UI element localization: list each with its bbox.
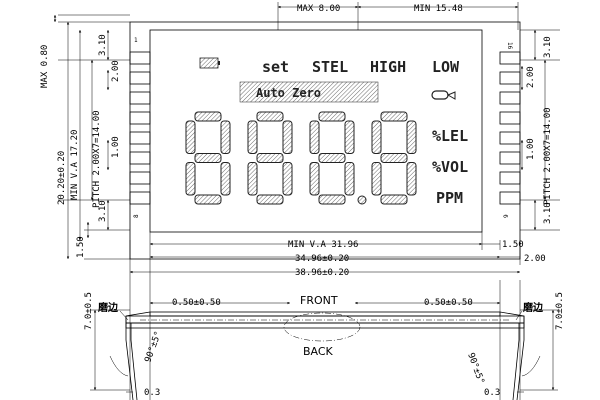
digit-1-segment-3 xyxy=(220,162,231,196)
dim-left-310-top: 3.10 xyxy=(98,34,108,56)
pump-icon xyxy=(431,90,456,100)
digit-3-segment-3 xyxy=(344,162,355,196)
dim-bottom-200: 2.00 xyxy=(524,254,546,264)
dim-min-va-bottom: MIN V.A 31.96 xyxy=(288,240,358,250)
left-dimensions: MAX 0.80 20.20±0.20 MIN V.A 17.20 PITCH … xyxy=(40,15,130,260)
digit-4-segment-3 xyxy=(406,162,417,196)
digit-1-segment-2 xyxy=(220,120,231,154)
dim-width-outer: 38.96±0.20 xyxy=(295,268,349,278)
lcd-stel: STEL xyxy=(312,58,348,76)
top-dimensions: MAX 8.00 MIN 15.48 xyxy=(58,2,519,30)
lcd-lel: %LEL xyxy=(432,127,468,145)
digit-3-segment-2 xyxy=(344,120,355,154)
dim-height-7-left: 7.0±0.5 xyxy=(84,292,94,330)
pin-label-16: 16 xyxy=(506,42,513,50)
lcd-low: LOW xyxy=(432,58,460,76)
dim-offset-left: 0.3 xyxy=(144,388,160,398)
digit-3-segment-4 xyxy=(318,194,346,205)
dim-max-left: MAX 0.80 xyxy=(40,45,50,88)
digit-4-segment-5 xyxy=(371,162,382,196)
digit-2-segment-7 xyxy=(256,153,284,163)
digit-3-segment-6 xyxy=(309,120,320,154)
front-label: FRONT xyxy=(300,294,338,307)
digit-2-segment-5 xyxy=(247,162,258,196)
dim-right-100: 1.00 xyxy=(526,138,536,160)
lcd-auto-zero: Auto Zero xyxy=(256,86,321,100)
dim-height-total: 20.20±0.20 xyxy=(57,151,67,205)
dim-side-right: 0.50±0.50 xyxy=(424,298,473,308)
battery-icon xyxy=(199,57,220,69)
digit-4-segment-4 xyxy=(380,194,408,205)
digit-2-segment-3 xyxy=(282,162,293,196)
pin-label-1: 1 xyxy=(134,37,138,44)
dim-left-310-bottom: 3.10 xyxy=(98,200,108,222)
bottom-dimensions: MIN V.A 31.96 1.50 34.96±0.20 2.00 38.96… xyxy=(129,232,546,280)
dim-bottom-150: 1.50 xyxy=(502,240,524,250)
seven-segment-digits xyxy=(185,111,417,205)
digit-3-segment-5 xyxy=(309,162,320,196)
dim-min-top: MIN 15.48 xyxy=(414,4,463,14)
dim-pitch-left: PITCH 2.00X7=14.00 xyxy=(92,110,102,208)
dim-side-left: 0.50±0.50 xyxy=(172,298,221,308)
dim-left-200: 2.00 xyxy=(111,60,121,82)
dim-angle-left: 90°±5° xyxy=(143,330,164,364)
dim-right-310-top: 3.10 xyxy=(543,36,553,58)
digit-1-segment-6 xyxy=(185,120,196,154)
digit-2-segment-4 xyxy=(256,194,284,205)
digit-2-segment-2 xyxy=(282,120,293,154)
digit-1-segment-1 xyxy=(194,111,222,122)
dim-height-7-right: 7.0±0.5 xyxy=(555,292,565,330)
right-dimensions: 3.10 2.00 1.00 PITCH 2.00X7=14.00 3.10 xyxy=(520,29,560,231)
digit-4-segment-1 xyxy=(380,111,408,122)
pin-label-9: 9 xyxy=(503,214,510,218)
left-lead xyxy=(109,316,138,400)
lcd-front-view: 1 8 9 16 set STEL HIGH LOW Auto Zero %LE… xyxy=(129,21,521,260)
dim-left-150: 1.50 xyxy=(76,236,86,258)
digit-1-segment-7 xyxy=(194,153,222,163)
edge-label-left: 磨边 xyxy=(97,301,119,314)
edge-label-right: 磨边 xyxy=(522,301,544,314)
auto-zero-bar xyxy=(239,81,379,103)
dim-min-va-left: MIN V.A 17.20 xyxy=(70,130,80,200)
right-pins xyxy=(499,51,521,205)
left-pins xyxy=(129,51,151,205)
digit-1-segment-5 xyxy=(185,162,196,196)
digit-3-segment-7 xyxy=(318,153,346,163)
digit-4-segment-2 xyxy=(406,120,417,154)
digit-2-segment-6 xyxy=(247,120,258,154)
lcd-ppm: PPM xyxy=(436,189,463,207)
digit-1-segment-4 xyxy=(194,194,222,205)
back-label: BACK xyxy=(303,345,334,358)
dim-offset-right: 0.3 xyxy=(484,388,500,398)
dim-pitch-right: PITCH 2.00X7=14.00 xyxy=(543,107,553,205)
dim-left-100: 1.00 xyxy=(111,136,121,158)
lcd-high: HIGH xyxy=(370,58,406,76)
dim-right-200: 2.00 xyxy=(526,66,536,88)
dim-right-310-bottom: 3.10 xyxy=(543,202,553,224)
digit-4-segment-7 xyxy=(380,153,408,163)
digit-4-segment-6 xyxy=(371,120,382,154)
lcd-vol: %VOL xyxy=(432,158,468,176)
dim-max-top: MAX 8.00 xyxy=(297,4,340,14)
digit-2-segment-1 xyxy=(256,111,284,122)
decimal-point xyxy=(357,195,367,205)
pin-label-8: 8 xyxy=(133,214,140,218)
digit-3-segment-1 xyxy=(318,111,346,122)
side-view: 0.50±0.50 0.50±0.50 FRONT BACK 磨边 磨边 7.0… xyxy=(84,280,565,400)
dim-angle-right: 90°±5° xyxy=(465,352,486,386)
lcd-set: set xyxy=(262,58,289,76)
right-lead xyxy=(512,316,541,400)
